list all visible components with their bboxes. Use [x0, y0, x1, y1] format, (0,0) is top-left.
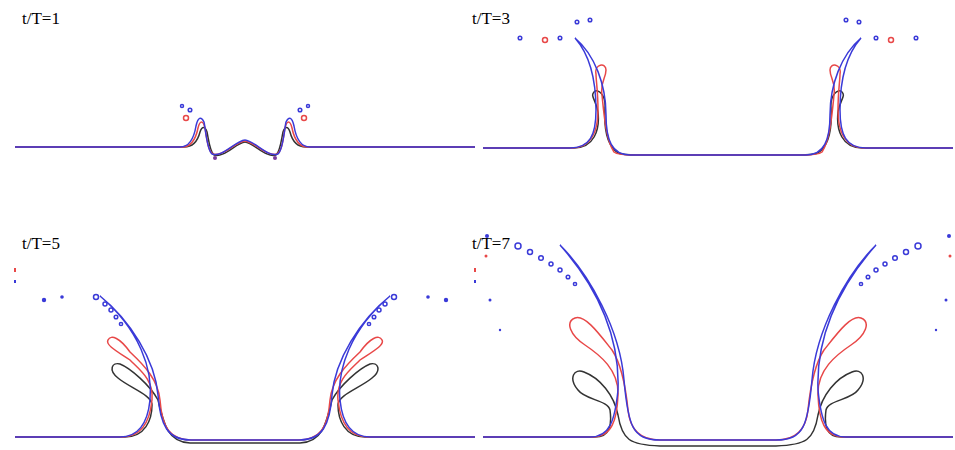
time-label: t/T=7: [472, 235, 510, 254]
time-label: t/T=3: [472, 10, 510, 29]
time-label: t/T=1: [22, 10, 60, 29]
time-label: t/T=5: [22, 235, 60, 254]
